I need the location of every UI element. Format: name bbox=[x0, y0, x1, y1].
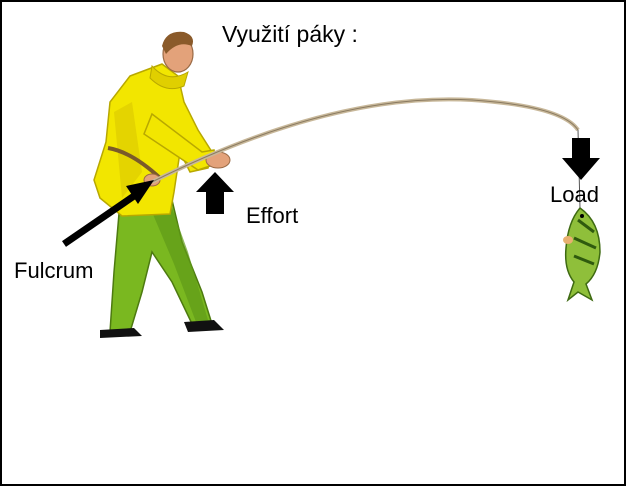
fulcrum-label: Fulcrum bbox=[14, 258, 94, 283]
load-arrow bbox=[562, 138, 600, 180]
load-label: Load bbox=[550, 182, 599, 207]
effort-arrow bbox=[196, 172, 234, 214]
slide-title: Využití páky : bbox=[222, 21, 358, 47]
fulcrum-arrow bbox=[62, 180, 154, 247]
fisherman-figure bbox=[93, 31, 231, 338]
fish bbox=[563, 206, 601, 303]
effort-label: Effort bbox=[246, 203, 299, 228]
